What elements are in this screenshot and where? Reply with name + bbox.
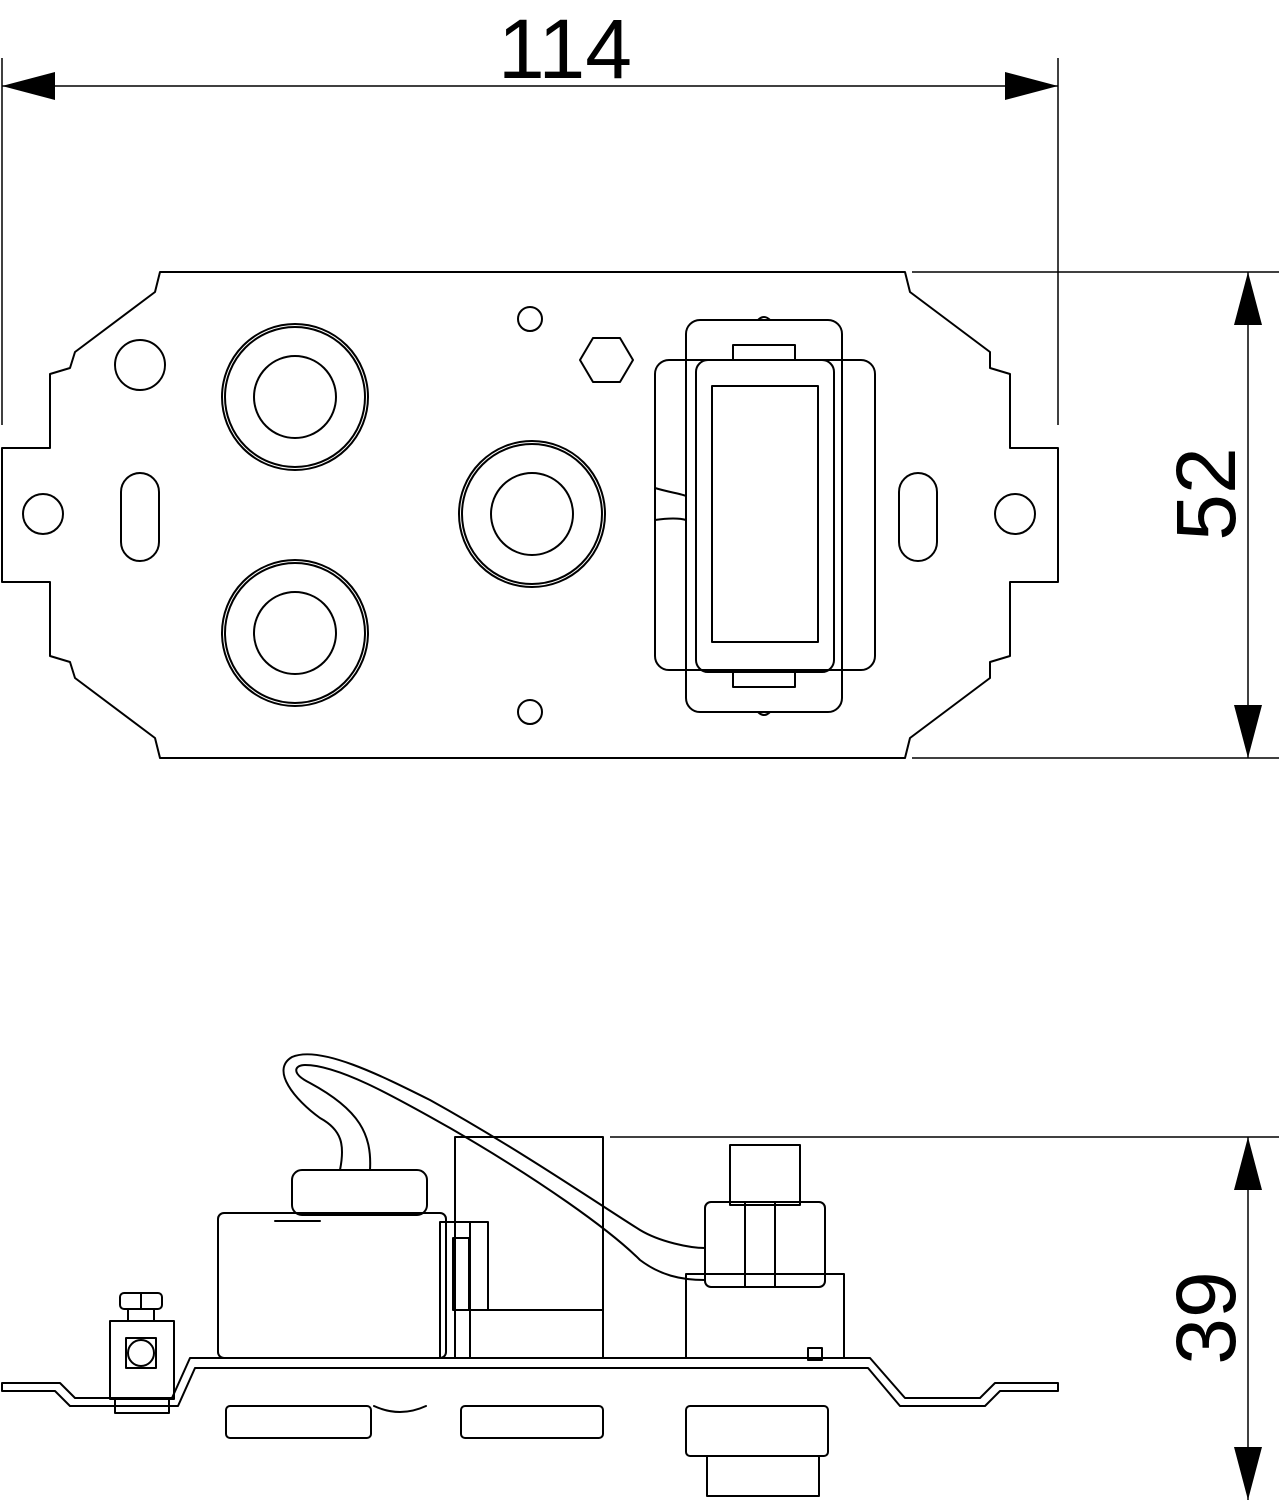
mounting-hole [22,493,64,535]
mounting-slot [898,472,938,562]
dimension-arrow-up-side [1234,1137,1262,1190]
dimension-label-width: 114 [498,2,632,96]
lower-part-right [685,1405,829,1457]
switch-module [654,316,876,716]
side-view [1,1053,1059,1497]
connector-housing [217,1212,447,1359]
dimension-height-top: 52 [912,271,1279,759]
top-view [1,271,1059,759]
dimension-arrow-down [1234,705,1262,758]
hex-nut [579,337,634,383]
socket-top-left [221,323,369,471]
dimension-width: 114 [1,2,1059,425]
mounting-hole [114,339,166,391]
lower-part-left [225,1405,372,1439]
socket-bottom-left [221,559,369,707]
dimension-arrow-up [1234,272,1262,325]
cable [282,1053,706,1249]
mounting-slot [120,472,160,562]
socket-center [458,440,606,588]
dimension-height-side: 39 [610,1136,1279,1500]
side-base-plate [1,1357,1059,1407]
dimension-label-height-top: 52 [1159,447,1253,540]
terminal-screw [109,1292,175,1414]
lower-part-center [460,1405,604,1439]
small-hole [517,306,543,332]
switch-side [685,1144,845,1361]
switch-rocker [711,385,819,643]
dimension-label-height-side: 39 [1159,1271,1253,1364]
dimension-arrow-right [1005,72,1058,100]
small-hole [517,699,543,725]
mounting-plate-outline [1,271,1059,759]
mounting-hole [994,493,1036,535]
dimension-arrow-left [2,72,55,100]
dimension-arrow-down-side [1234,1447,1262,1500]
